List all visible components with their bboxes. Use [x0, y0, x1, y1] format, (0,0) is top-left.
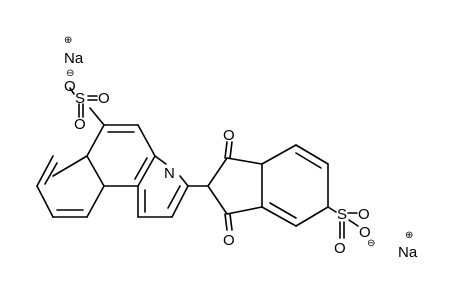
- bond: [86, 185, 105, 218]
- bond: [207, 185, 228, 215]
- bond: [261, 206, 297, 227]
- negative-charge-icon: ⊖: [367, 238, 375, 249]
- bond: [137, 155, 156, 187]
- bond: [229, 213, 233, 231]
- positive-charge-icon: ⊕: [405, 230, 413, 241]
- negative-charge-icon: ⊖: [66, 68, 74, 79]
- bond: [154, 155, 167, 165]
- atom-o-minus-2: O: [359, 224, 371, 241]
- bond-layer: [36, 87, 359, 239]
- bond: [134, 157, 148, 180]
- bond: [179, 175, 189, 187]
- bond: [224, 141, 228, 159]
- bond: [226, 206, 263, 215]
- bond: [167, 185, 181, 209]
- atom-na-1: Na: [64, 50, 84, 67]
- atom-o-2a: O: [358, 206, 370, 223]
- bond: [261, 144, 297, 165]
- bond: [295, 206, 329, 227]
- bond: [327, 206, 337, 213]
- atom-o-minus-1: O: [64, 78, 76, 95]
- atom-label-layer: ⊕ Na ⊖ O S O O N O O S O O O ⊖ ⊕ Na: [64, 35, 418, 261]
- bond: [348, 219, 359, 227]
- positive-charge-icon: ⊕: [64, 35, 72, 46]
- bond: [36, 185, 54, 218]
- bond: [69, 87, 75, 95]
- bond: [207, 157, 228, 187]
- atom-s-1: S: [75, 90, 85, 107]
- bond: [295, 144, 329, 165]
- bond: [44, 162, 58, 185]
- bond: [52, 155, 88, 177]
- atom-n-ring: N: [164, 165, 175, 182]
- atom-o-keto-bottom: O: [223, 232, 235, 249]
- atom-o-keto-top: O: [223, 127, 235, 144]
- bond: [86, 124, 105, 157]
- atom-o-1a: O: [98, 90, 110, 107]
- atom-o-2b: O: [334, 240, 346, 257]
- bond: [224, 213, 228, 231]
- bond: [229, 141, 233, 159]
- bond: [226, 157, 263, 165]
- bond: [269, 202, 297, 219]
- bond: [171, 185, 189, 218]
- atom-o-1b: O: [74, 116, 86, 133]
- bond: [86, 155, 105, 187]
- atom-s-2: S: [337, 206, 347, 223]
- bond: [295, 152, 322, 169]
- bond: [36, 155, 54, 187]
- atom-na-2: Na: [398, 244, 418, 261]
- bond: [89, 107, 105, 126]
- bond: [137, 124, 156, 157]
